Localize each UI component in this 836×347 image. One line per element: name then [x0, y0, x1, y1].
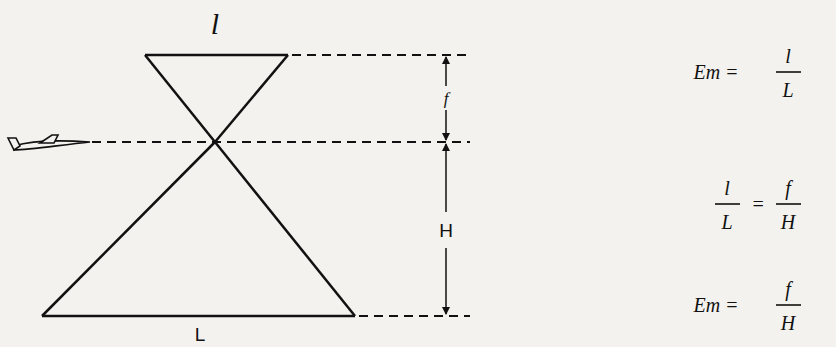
fraction-denominator: L: [782, 80, 793, 100]
fraction-numerator: f: [785, 279, 791, 299]
fraction-denominator: H: [781, 212, 795, 232]
dimension-label: f: [442, 89, 451, 108]
fraction-numerator: f: [785, 178, 791, 198]
dimension-label: H: [437, 220, 455, 241]
equation-term: Em =: [693, 295, 738, 315]
fraction-denominator: H: [781, 313, 795, 333]
dimension-label: l: [211, 9, 219, 39]
equation-term: Em =: [693, 62, 738, 82]
equation-term: =: [751, 194, 765, 214]
fraction-numerator: l: [724, 178, 730, 198]
dimension-label: L: [195, 325, 206, 344]
fraction-numerator: l: [785, 46, 791, 66]
fraction-denominator: L: [721, 212, 732, 232]
